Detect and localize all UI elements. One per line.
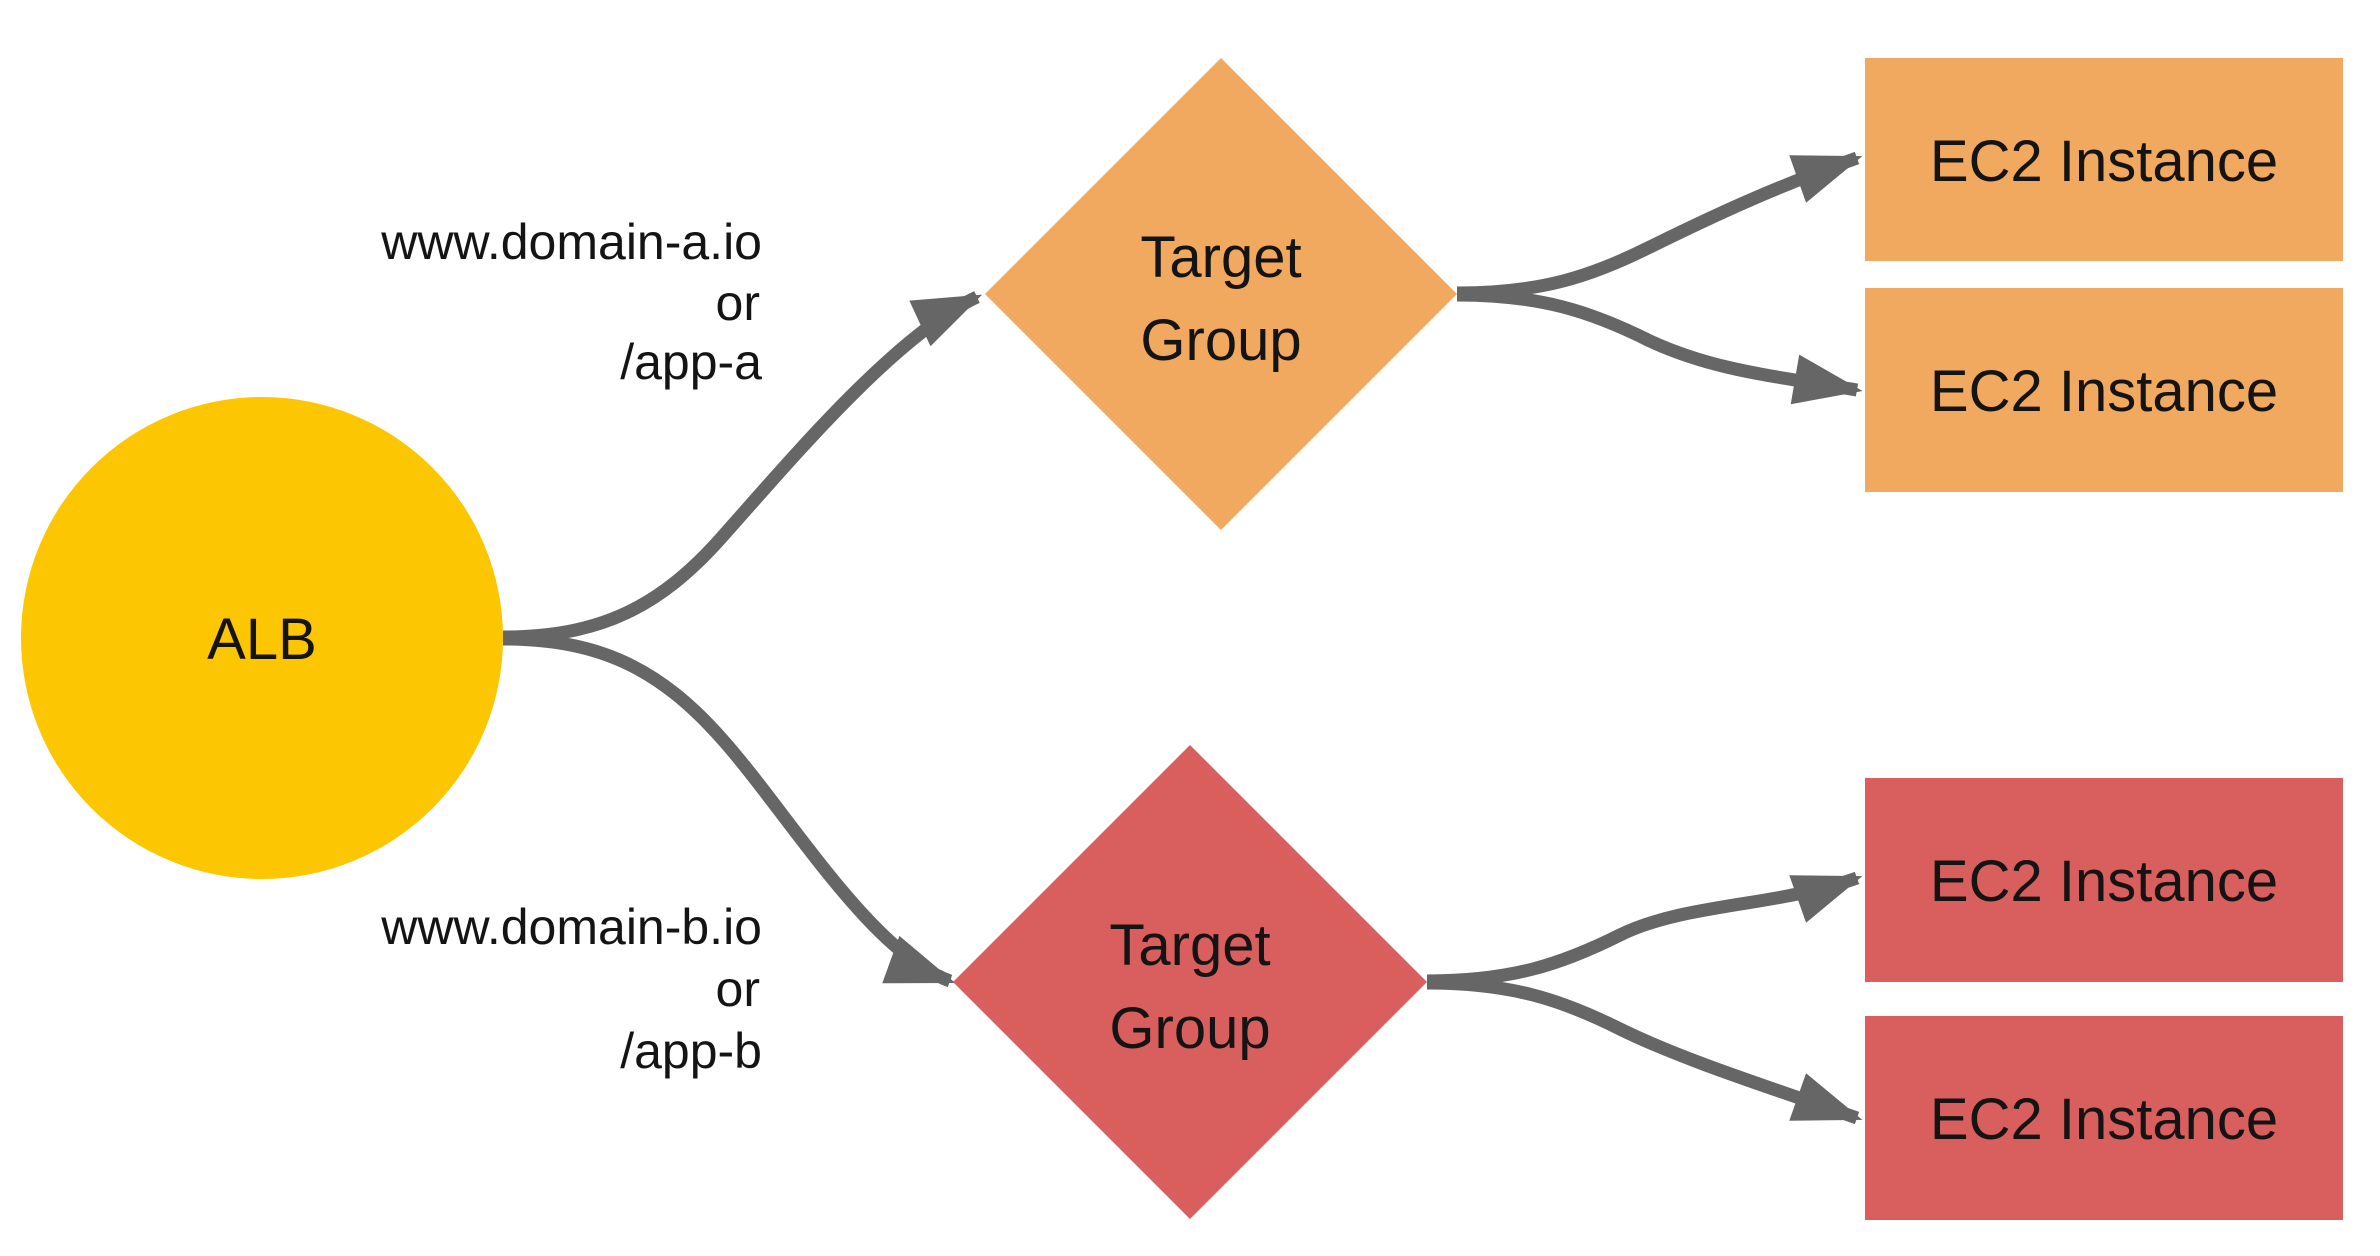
arrows [502,151,1863,1125]
target-group-b-diamond [953,745,1427,1219]
target-group-a-label-line2: Group [1140,308,1301,373]
route-b-label: www.domain-b.io or /app-b [380,899,762,1079]
arrow-target-group-a-to-ec2-2 [1456,288,1863,405]
route-b-path: /app-b [620,1023,762,1079]
route-a-path: /app-a [620,334,762,390]
target-group-b-label-line1: Target [1109,913,1270,978]
arrow-target-group-b-to-ec2-3 [1426,871,1863,988]
ec2-instance-b2-box [1865,1016,2343,1220]
target-group-a-diamond [985,58,1457,530]
arrow-alb-to-target-group-a [502,291,983,644]
arrow-target-group-a-to-ec2-1 [1456,151,1863,300]
target-group-b-label-line2: Group [1109,996,1270,1061]
ec2-instance-a1-label: EC2 Instance [1930,129,2278,194]
route-a-host: www.domain-a.io [380,214,762,270]
ec2-instance-b2-label: EC2 Instance [1930,1087,2278,1152]
arrow-alb-to-target-group-b [502,632,956,988]
ec2-group-b: EC2 Instance EC2 Instance [1865,778,2343,1220]
ec2-instance-a1-box [1865,58,2343,261]
arrow-target-group-b-to-ec2-4 [1426,976,1863,1125]
route-a-label: www.domain-a.io or /app-a [380,214,762,390]
ec2-instance-a2-box [1865,288,2343,492]
route-b-or: or [716,961,760,1017]
target-group-a-label-line1: Target [1140,225,1301,290]
ec2-instance-b1-box [1865,778,2343,982]
ec2-group-a: EC2 Instance EC2 Instance [1865,58,2343,492]
route-b-host: www.domain-b.io [380,899,762,955]
alb-node [21,397,503,879]
alb-label: ALB [207,607,317,672]
route-a-or: or [716,275,760,331]
ec2-instance-b1-label: EC2 Instance [1930,849,2278,914]
ec2-instance-a2-label: EC2 Instance [1930,359,2278,424]
